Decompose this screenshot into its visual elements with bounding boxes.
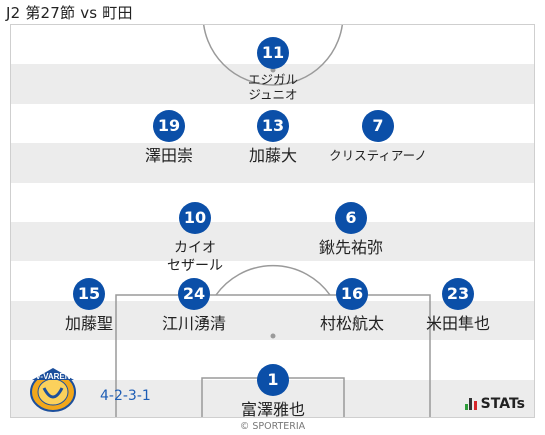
player-name: エジガル ジュニオ — [247, 72, 298, 102]
stats-bars-icon — [464, 398, 477, 410]
player-number-badge: 16 — [336, 278, 368, 310]
player-number-badge: 13 — [257, 110, 289, 142]
player-number-badge: 23 — [442, 278, 474, 310]
player-name: 江川湧清 — [161, 314, 226, 333]
formation-label: 4-2-3-1 — [100, 388, 151, 404]
player-15[interactable]: 15 加藤聖 — [34, 278, 144, 333]
club-logo: V-VAREN — [30, 368, 76, 412]
player-name: 村松航太 — [319, 314, 384, 333]
player-name: 加藤大 — [248, 146, 297, 165]
player-name: 米田隼也 — [425, 314, 490, 333]
copyright: © SPORTERIA — [239, 421, 306, 432]
player-16[interactable]: 16 村松航太 — [297, 278, 407, 333]
player-11[interactable]: 11 エジガル ジュニオ — [218, 37, 328, 102]
pitch-stripe — [11, 143, 534, 183]
player-number-badge: 1 — [257, 364, 289, 396]
player-19[interactable]: 19 澤田崇 — [114, 110, 224, 165]
player-13[interactable]: 13 加藤大 — [218, 110, 328, 165]
player-name: 加藤聖 — [64, 314, 113, 333]
player-name: カイオ セザール — [167, 240, 223, 274]
player-number-badge: 6 — [335, 202, 367, 234]
stats-label: STATs — [480, 396, 525, 412]
pitch: 11 エジガル ジュニオ 19 澤田崇 13 加藤大 7 クリスティアーノ 10… — [10, 24, 535, 418]
player-number-badge: 19 — [153, 110, 185, 142]
player-23[interactable]: 23 米田隼也 — [403, 278, 513, 333]
player-number-badge: 24 — [178, 278, 210, 310]
match-title: J2 第27節 vs 町田 — [6, 4, 133, 22]
player-6[interactable]: 6 鍬先祐弥 — [296, 202, 406, 257]
player-name: 鍬先祐弥 — [318, 238, 383, 257]
stats-brand: STATs — [464, 396, 525, 412]
pitch-stripe — [11, 222, 534, 262]
player-number-badge: 10 — [179, 202, 211, 234]
player-7[interactable]: 7 クリスティアーノ — [308, 110, 448, 163]
player-number-badge: 11 — [257, 37, 289, 69]
club-logo-text: V-VAREN — [36, 372, 71, 381]
player-number-badge: 7 — [362, 110, 394, 142]
player-name: クリスティアーノ — [329, 148, 427, 163]
player-number-badge: 15 — [73, 278, 105, 310]
player-24[interactable]: 24 江川湧清 — [139, 278, 249, 333]
player-name: 澤田崇 — [144, 146, 193, 165]
player-name: 富澤雅也 — [240, 400, 305, 418]
player-1[interactable]: 1 富澤雅也 — [218, 364, 328, 418]
player-10[interactable]: 10 カイオ セザール — [140, 202, 250, 275]
